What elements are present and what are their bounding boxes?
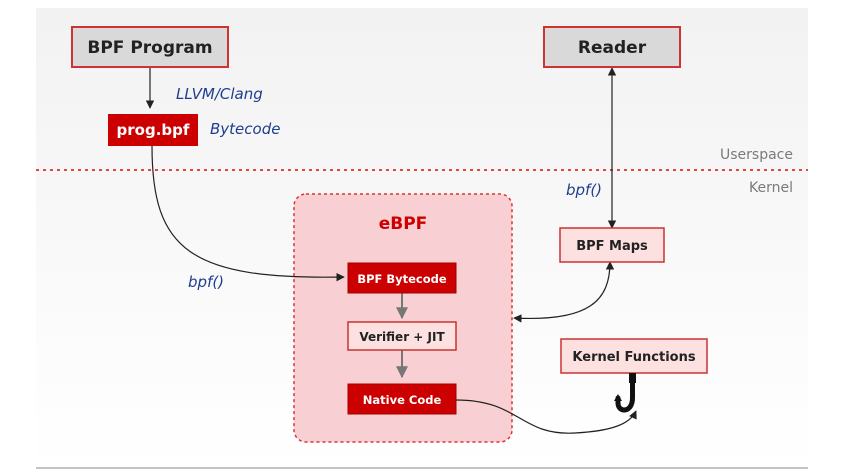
llvm-clang-annotation: LLVM/Clang (176, 85, 263, 103)
arrow-native-to-hook (455, 399, 637, 434)
kernel-label: Kernel (749, 180, 793, 196)
bpf-maps-box (559, 227, 665, 263)
hook-icon (614, 373, 636, 413)
prog-bpf-label: prog.bpf (117, 121, 190, 139)
arrow-prog-bpf-to-bytecode (151, 145, 345, 282)
arrow-ebpf-maps (513, 261, 615, 323)
bpf-maps-label: BPF Maps (576, 239, 648, 254)
ebpf-title: eBPF (379, 214, 428, 234)
verifier-jit-label: Verifier + JIT (359, 330, 445, 344)
verifier-jit-box (347, 321, 457, 351)
bpf-program-box (71, 26, 229, 68)
bpf-call-left-annotation: bpf() (188, 273, 224, 291)
native-code-box (347, 383, 457, 415)
bpf-program-label: BPF Program (87, 38, 212, 58)
bpf-bytecode-label: BPF Bytecode (357, 272, 447, 286)
kernel-functions-box (560, 338, 708, 374)
bpf-call-right-annotation: bpf() (566, 181, 602, 199)
kernel-functions-label: Kernel Functions (572, 350, 695, 365)
bytecode-annotation: Bytecode (210, 120, 280, 138)
userspace-label: Userspace (720, 147, 793, 163)
native-code-label: Native Code (363, 393, 442, 407)
reader-label: Reader (578, 38, 647, 58)
reader-box (543, 26, 681, 68)
prog-bpf-box (108, 114, 198, 146)
bpf-bytecode-box (347, 262, 457, 294)
